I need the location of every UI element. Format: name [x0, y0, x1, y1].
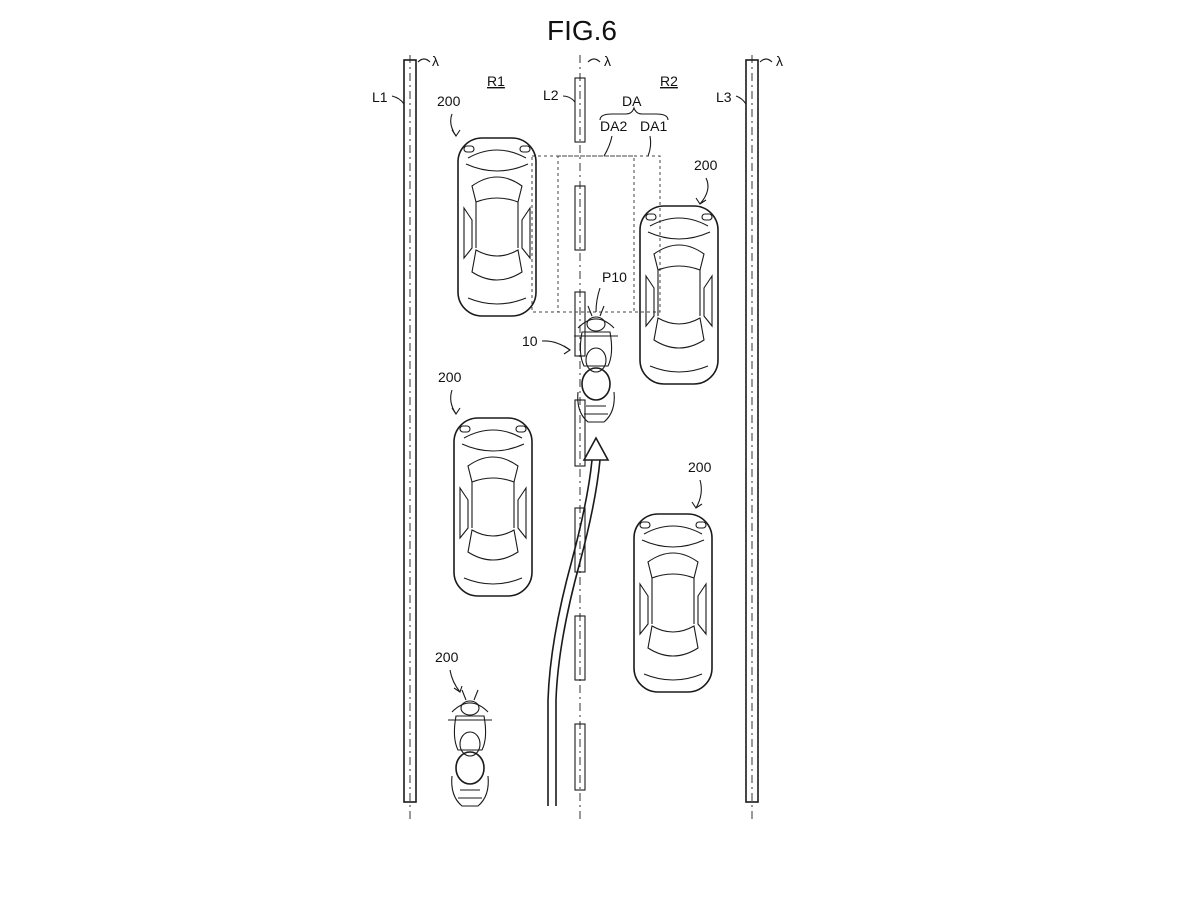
lambda-label-right: λ	[776, 53, 783, 69]
label-da2: DA2	[600, 118, 627, 134]
label-p10: P10	[602, 269, 627, 285]
other-vehicle-car-3	[453, 417, 533, 597]
figure-title: FIG.6	[547, 15, 617, 46]
own-vehicle-motorcycle	[573, 305, 619, 423]
other-vehicle-car-1	[457, 137, 537, 317]
label-l2: L2	[543, 87, 559, 103]
other-vehicle-car-4	[633, 513, 713, 693]
other-vehicle-car-2	[639, 205, 719, 385]
lane-divider-l2	[574, 77, 586, 791]
label-200-car-4: 200	[688, 459, 712, 475]
label-r2: R2	[660, 73, 678, 89]
label-da1: DA1	[640, 118, 667, 134]
label-l3: L3	[716, 89, 732, 105]
label-l1: L1	[372, 89, 388, 105]
trajectory-line	[547, 459, 593, 806]
label-200-car-3: 200	[438, 369, 462, 385]
boundary-line-l3	[745, 59, 759, 803]
lambda-label-left: λ	[432, 53, 439, 69]
boundary-line-l1	[403, 59, 417, 803]
other-vehicle-motorcycle	[447, 689, 493, 807]
label-da: DA	[622, 93, 642, 109]
trajectory-arrowhead	[582, 436, 610, 461]
detection-area-da2	[557, 155, 635, 313]
label-200-car-1: 200	[437, 93, 461, 109]
label-own-vehicle: 10	[522, 333, 538, 349]
lambda-label-center: λ	[604, 53, 611, 69]
label-r1: R1	[487, 73, 505, 89]
label-200-car-2: 200	[694, 157, 718, 173]
label-200-motorcycle: 200	[435, 649, 459, 665]
